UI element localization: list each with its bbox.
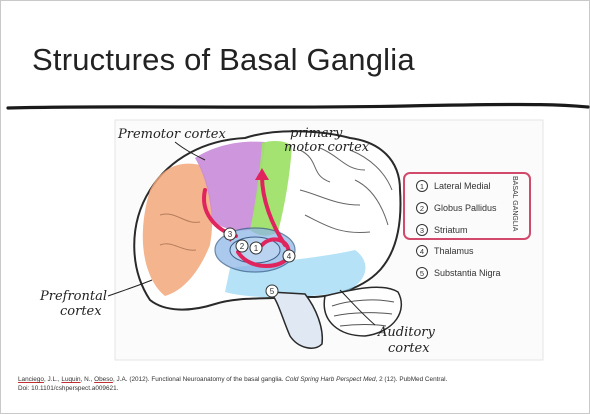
- citation-doi: Doi: 10.1101/cshperspect.a009621.: [18, 385, 118, 392]
- label-premotor-cortex: Premotor cortex: [117, 127, 226, 142]
- label-auditory-line2: cortex: [388, 341, 430, 356]
- label-auditory-line1: Auditory: [377, 325, 436, 340]
- svg-text:3: 3: [420, 226, 424, 235]
- svg-text:Globus Pallidus: Globus Pallidus: [434, 203, 497, 213]
- label-prefrontal-line1: Prefrontal: [39, 289, 107, 304]
- svg-text:Thalamus: Thalamus: [434, 246, 474, 256]
- svg-text:1: 1: [420, 182, 424, 191]
- marker-5: 5: [266, 285, 278, 297]
- marker-1: 1: [250, 242, 262, 254]
- citation-author-3-initials: J.A.: [117, 376, 128, 383]
- citation-author-2-initials: N.: [84, 376, 90, 383]
- label-primary-line2: motor cortex: [284, 140, 370, 155]
- citation-volume: , 2 (12). PubMed Central.: [376, 376, 448, 383]
- svg-text:2: 2: [420, 204, 424, 213]
- svg-text:5: 5: [270, 287, 275, 296]
- citation-author-1: Lanciego: [18, 376, 44, 383]
- label-primary-line1: primary: [290, 126, 343, 141]
- svg-text:3: 3: [228, 230, 233, 239]
- citation-author-3: Obeso: [94, 376, 113, 383]
- citation-journal: Cold Spring Harb Perspect Med: [285, 376, 375, 383]
- marker-4: 4: [283, 250, 295, 262]
- svg-text:Lateral Medial: Lateral Medial: [434, 181, 491, 191]
- svg-text:1: 1: [254, 244, 259, 253]
- svg-text:2: 2: [240, 242, 245, 251]
- label-prefrontal-line2: cortex: [60, 304, 102, 319]
- citation-author-1-initials: J.L.: [48, 376, 58, 383]
- svg-text:5: 5: [420, 269, 424, 278]
- legend-item-4: 4 Thalamus: [417, 246, 475, 257]
- citation: Lanciego, J.L., Luquin, N., Obeso, J.A. …: [18, 375, 578, 393]
- legend-group-label: BASAL GANGLIA: [511, 176, 518, 232]
- marker-2: 2: [236, 240, 248, 252]
- svg-text:4: 4: [420, 247, 424, 256]
- marker-3: 3: [224, 228, 236, 240]
- svg-text:4: 4: [287, 252, 292, 261]
- svg-text:Striatum: Striatum: [434, 225, 468, 235]
- svg-text:Substantia Nigra: Substantia Nigra: [434, 268, 501, 278]
- legend-item-3: 3 Striatum: [417, 225, 468, 236]
- citation-rest: (2012). Functional Neuroanatomy of the b…: [129, 376, 285, 383]
- citation-author-2: Luquin: [61, 376, 80, 383]
